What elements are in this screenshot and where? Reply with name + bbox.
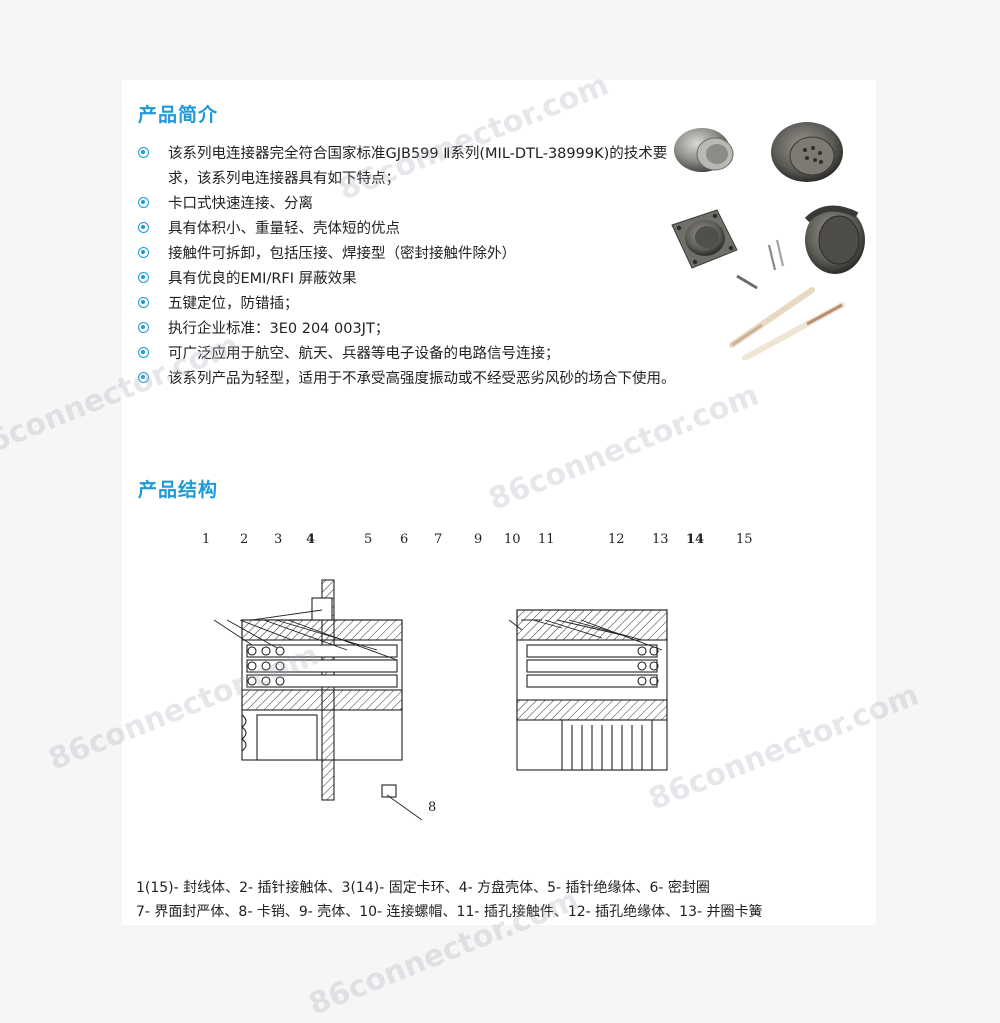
feature-item: 卡口式快速连接、分离 <box>138 192 678 217</box>
dark-receptacle-image <box>771 122 843 182</box>
callout-15: 15 <box>736 532 753 547</box>
silver-plug-image <box>674 128 734 172</box>
callout-4: 4 <box>306 532 316 547</box>
callout-2: 2 <box>240 532 249 547</box>
bullet-icon <box>138 322 149 333</box>
flange-receptacle-image <box>671 209 738 269</box>
bullet-icon <box>138 272 149 283</box>
bullet-icon <box>138 147 149 158</box>
feature-item: 该系列产品为轻型，适用于不承受高强度振动或不经受恶劣风砂的场合下使用。 <box>138 367 678 392</box>
callout-14: 14 <box>686 532 705 547</box>
callout-11: 11 <box>538 532 555 547</box>
legend-line-2: 7- 界面封严体、8- 卡销、9- 壳体、10- 连接螺帽、11- 插孔接触件、… <box>136 904 763 920</box>
bullet-icon <box>138 347 149 358</box>
callout-9: 9 <box>474 532 483 547</box>
callout-5: 5 <box>364 532 373 547</box>
receptacle-section-right <box>516 609 668 771</box>
feature-item: 具有优良的EMI/RFI 屏蔽效果 <box>138 267 678 292</box>
callout-12: 12 <box>608 532 625 547</box>
connector-product-photo <box>671 122 865 360</box>
leader-lines <box>213 609 663 820</box>
callout-8: 8 <box>428 800 437 815</box>
feature-item: 可广泛应用于航空、航天、兵器等电子设备的电路信号连接； <box>138 342 678 367</box>
product-sheet: 产品简介 该系列电连接器完全符合国家标准GJB599 Ⅱ系列(MIL-DTL-3… <box>122 80 876 925</box>
structure-heading: 产品结构 <box>138 479 219 501</box>
structure-legend: 1(15)- 封线体、2- 插针接触体、3(14)- 固定卡环、4- 方盘壳体、… <box>136 876 866 924</box>
callout-7: 7 <box>434 532 443 547</box>
feature-item: 具有体积小、重量轻、壳体短的优点 <box>138 217 678 242</box>
bullet-icon <box>138 222 149 233</box>
intro-heading: 产品简介 <box>138 104 219 126</box>
callout-13: 13 <box>652 532 669 547</box>
clamp-connector-image <box>804 205 865 274</box>
structure-cross-section-drawing <box>213 579 668 820</box>
callout-1: 1 <box>202 532 211 547</box>
feature-item: 五键定位，防错插； <box>138 292 678 317</box>
feature-item: 该系列电连接器完全符合国家标准GJB599 Ⅱ系列(MIL-DTL-38999K… <box>138 142 678 192</box>
bullet-icon <box>138 297 149 308</box>
callout-6: 6 <box>400 532 409 547</box>
bullet-icon <box>138 372 149 383</box>
callout-10: 10 <box>504 532 521 547</box>
feature-item: 接触件可拆卸，包括压接、焊接型（密封接触件除外） <box>138 242 678 267</box>
plug-section-left <box>241 579 403 801</box>
callout-3: 3 <box>274 532 283 547</box>
bullet-icon <box>138 247 149 258</box>
feature-item: 执行企业标准：3E0 204 003JT； <box>138 317 678 342</box>
insertion-tools-image <box>729 287 845 360</box>
legend-line-1: 1(15)- 封线体、2- 插针接触体、3(14)- 固定卡环、4- 方盘壳体、… <box>136 880 710 896</box>
feature-list: 该系列电连接器完全符合国家标准GJB599 Ⅱ系列(MIL-DTL-38999K… <box>138 142 678 392</box>
contact-pins-image <box>736 239 785 290</box>
bullet-icon <box>138 197 149 208</box>
